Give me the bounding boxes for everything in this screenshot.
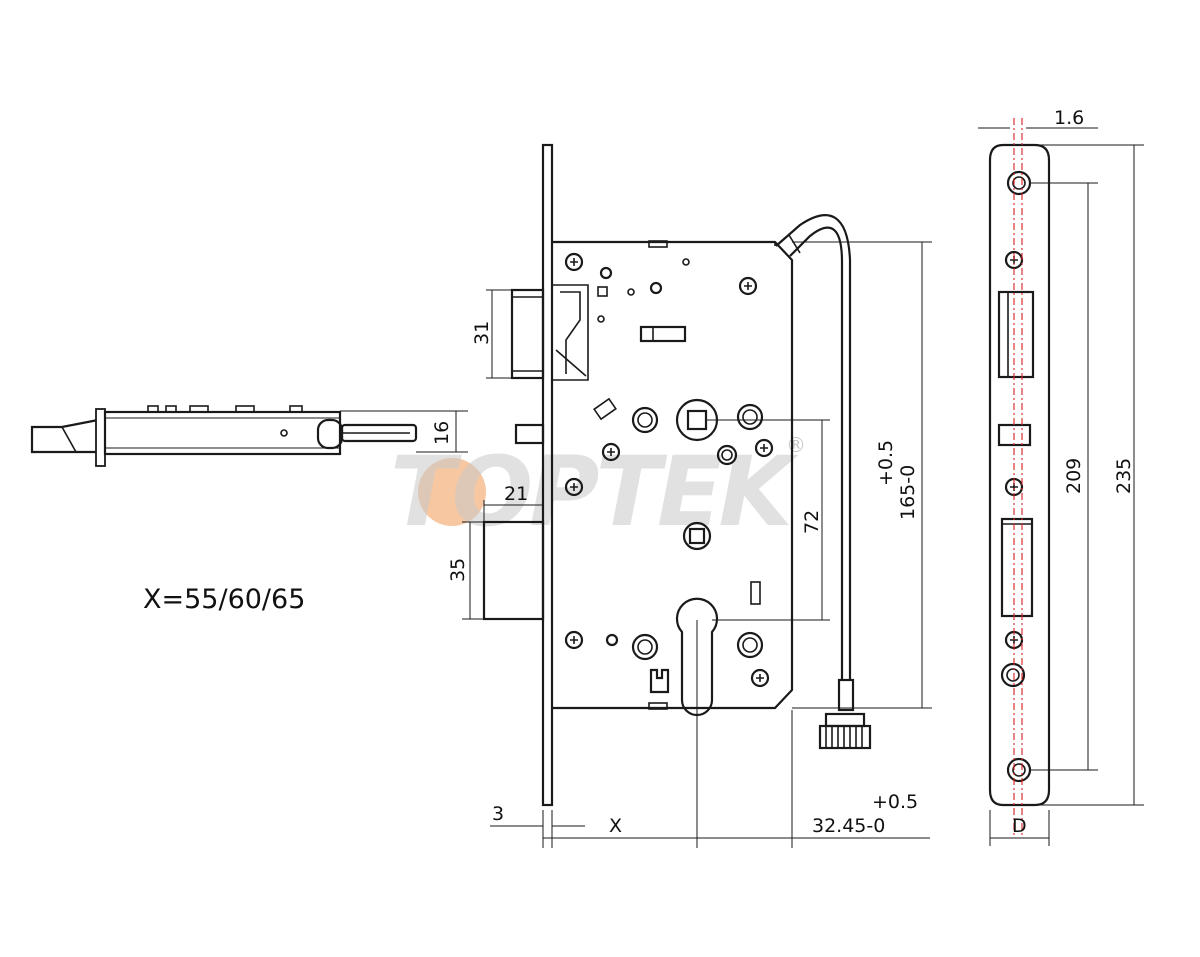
brand-watermark: TOPTEK ® xyxy=(390,433,806,548)
dim-21-label: 21 xyxy=(504,483,528,505)
dim-x-label: X xyxy=(609,815,622,837)
faceplate-dimensions: 1.6 209 235 D xyxy=(978,107,1144,846)
front-view-dimensions: 31 21 35 72 +0.5 165-0 3 X +0.5 32.45-0 xyxy=(447,241,932,848)
dim-235-label: 235 xyxy=(1113,458,1135,494)
dim-35-label: 35 xyxy=(447,558,469,582)
dim-3-label: 3 xyxy=(492,803,504,825)
faceplate-view xyxy=(988,118,1051,838)
dim-209-label: 209 xyxy=(1063,458,1085,494)
watermark-registered-mark: ® xyxy=(786,433,806,457)
watermark-accent-circle xyxy=(418,458,486,526)
watermark-brand-text: TOPTEK xyxy=(390,436,800,548)
dim-72-label: 72 xyxy=(801,510,823,534)
dim-165-label: 165-0 xyxy=(897,465,919,520)
dim-1-6-label: 1.6 xyxy=(1054,107,1084,129)
dim-16-label: 16 xyxy=(431,421,453,445)
case-screws xyxy=(564,252,774,688)
dim-31-label: 31 xyxy=(471,321,493,345)
dim-latch-thickness: 16 xyxy=(340,410,468,453)
side-view-lock xyxy=(30,405,418,467)
dim-32-tolerance: +0.5 xyxy=(872,791,918,813)
dim-165-tolerance: +0.5 xyxy=(875,440,897,486)
front-view-lock xyxy=(482,143,872,848)
dim-32-label: 32.45-0 xyxy=(812,815,885,837)
dim-d-label: D xyxy=(1012,815,1027,837)
backset-formula: X=55/60/65 xyxy=(143,584,305,615)
